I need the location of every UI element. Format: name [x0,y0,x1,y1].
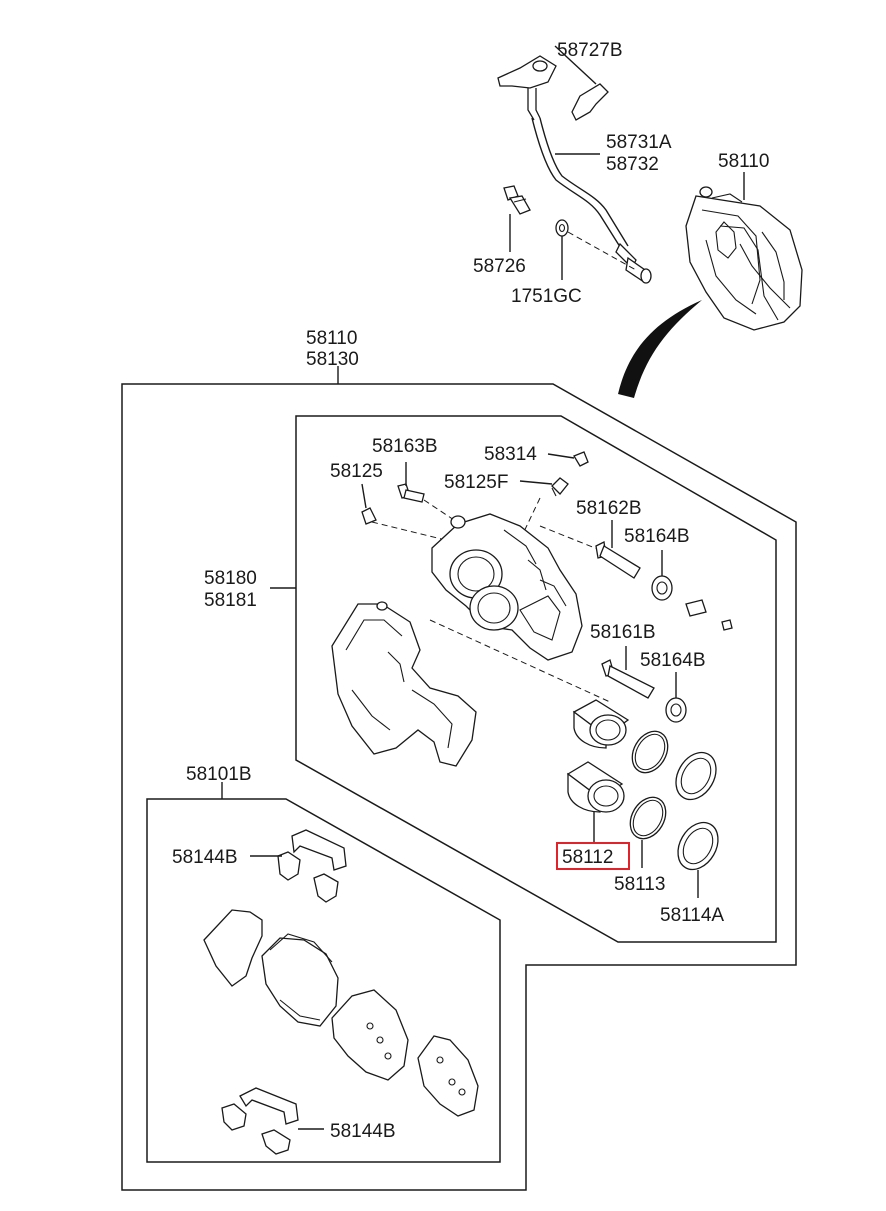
label-58164B-b: 58164B [640,650,706,671]
label-58161B: 58161B [590,622,656,643]
label-58125F: 58125F [444,472,508,493]
label-58314: 58314 [484,444,537,465]
piston-seal-part [629,796,667,840]
caliper-housing-part [431,513,583,661]
guide-boot-lower-part [665,697,687,723]
caliper-assembly-frame [121,383,797,1191]
label-58731A: 58731A [606,132,672,153]
hose-bracket-part [497,55,609,121]
guide-pin-upper-part [595,541,641,579]
label-58732: 58732 [606,154,659,175]
label-58180: 58180 [204,568,257,589]
banjo-bolt-part [503,185,531,215]
axis-line-3 [519,497,541,541]
label-58114A: 58114A [660,905,724,926]
leader-58727B [554,45,597,85]
brake-pad-inner-part [261,933,339,1027]
highlight-box-58112 [556,842,630,870]
brake-pad-outer-part [331,989,409,1081]
label-58113: 58113 [614,874,665,895]
pad-clip-lower-part [221,1087,299,1155]
caliper-carrier-part [331,601,477,767]
label-58162B: 58162B [576,498,642,519]
label-1751GC: 1751GC [511,286,582,307]
axis-line-5 [429,619,611,703]
guide-sleeve-part [685,599,733,631]
label-58125: 58125 [330,461,383,482]
label-58164B-a: 58164B [624,526,690,547]
guide-bolt-part [397,483,425,503]
pad-clip-upper-part [277,829,347,903]
leader-58125 [361,483,367,509]
label-58727B: 58727B [557,40,623,61]
caliper-piston-upper-part [572,699,630,749]
hose-bolt-axis-line [567,231,637,271]
label-58181: 58181 [204,590,257,611]
caliper-subassembly-frame [295,415,777,943]
leader-58314 [547,453,575,459]
pad-shim-part [203,909,263,987]
bleeder-screw-part [551,477,569,497]
leader-58125F [519,480,553,485]
caliper-assembly-illustration [685,186,803,331]
label-58110-assy: 58110 [306,328,357,349]
piston-seal-upper-part [631,730,669,774]
piston-boot-part [677,821,719,871]
label-58144B-bottom: 58144B [330,1121,396,1142]
pad-shim-outer-part [417,1035,479,1117]
guide-boot-upper-part [651,575,673,601]
bleeder-cap-part [573,451,589,467]
bleeder-nipple-part [361,507,377,525]
piston-boot-upper-part [675,751,717,801]
guide-pin-lower-part [601,659,655,699]
pad-kit-frame [146,798,501,1163]
label-58110-top: 58110 [718,151,769,172]
label-58144B-top: 58144B [172,847,238,868]
label-58726: 58726 [473,256,526,277]
label-58163B: 58163B [372,436,438,457]
label-58112[interactable]: 58112 [562,847,613,868]
brake-hose-part [527,88,652,284]
assembly-arrow [618,300,702,398]
axis-line-4 [539,525,601,551]
axis-line-2 [423,499,455,521]
copper-washer-part [555,219,569,237]
caliper-piston-part [566,761,625,813]
label-58130: 58130 [306,349,359,370]
label-58101B: 58101B [186,764,252,785]
